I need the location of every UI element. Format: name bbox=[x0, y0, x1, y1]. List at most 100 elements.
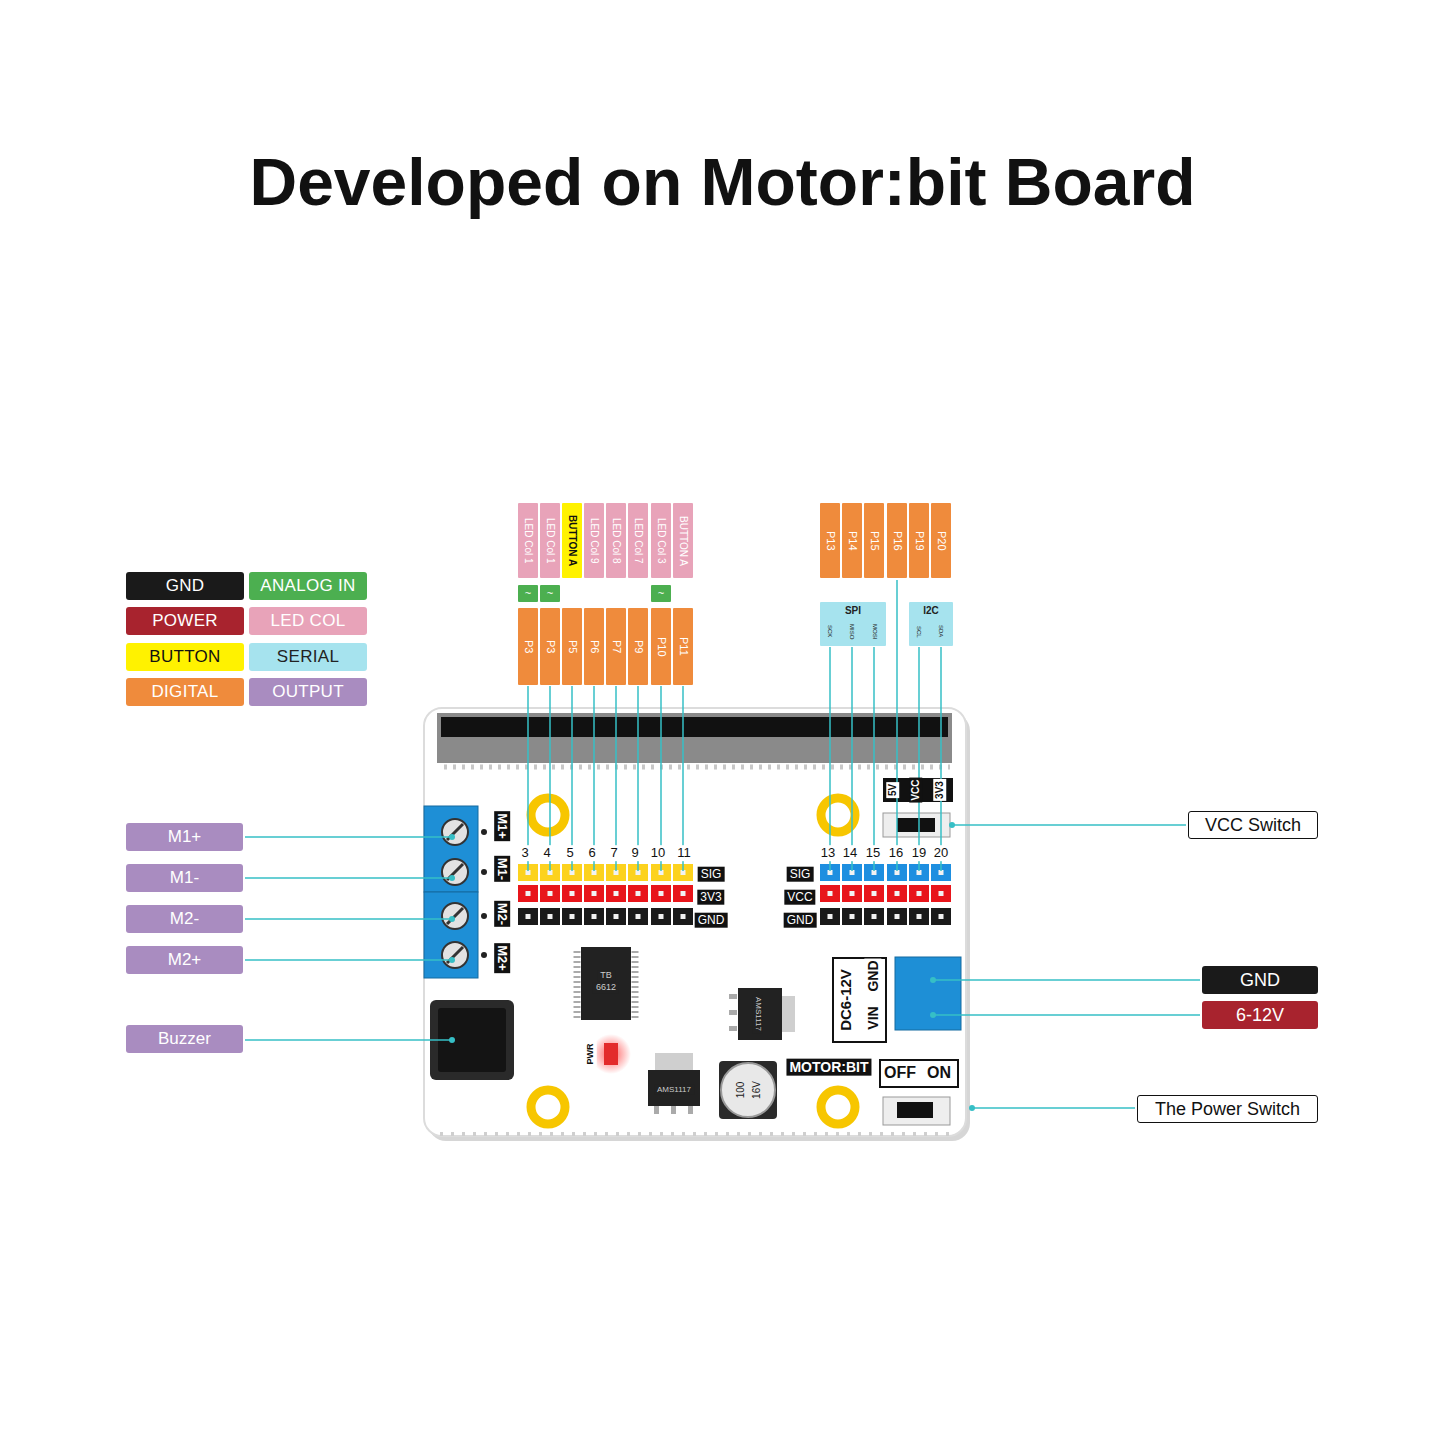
pin-label: P3 bbox=[518, 608, 538, 685]
header-pin bbox=[931, 885, 951, 902]
pin-number: 7 bbox=[607, 845, 620, 861]
header-pin bbox=[570, 891, 575, 896]
header-pin bbox=[917, 891, 922, 896]
pin-number: 16 bbox=[886, 845, 906, 861]
callout-box: 6-12V bbox=[1202, 1001, 1318, 1029]
pin-number: 11 bbox=[674, 845, 694, 861]
signal-name: SDA bbox=[938, 625, 944, 637]
label-text: P10 bbox=[655, 637, 667, 657]
header-pin bbox=[673, 908, 693, 925]
header-pin bbox=[540, 885, 560, 902]
power-input-label: VIN bbox=[865, 1004, 882, 1031]
header-pin bbox=[828, 891, 833, 896]
regulator bbox=[738, 988, 782, 1040]
capacitor-marking: 100 bbox=[735, 1080, 748, 1101]
terminal-label: M2+ bbox=[494, 943, 510, 973]
label-text: GND bbox=[1240, 971, 1280, 990]
label-text: LED Col 1 bbox=[545, 518, 556, 564]
header-pin bbox=[909, 885, 929, 902]
header-pin bbox=[895, 914, 900, 919]
serial-part: MISO bbox=[843, 618, 861, 645]
pin-label: LED Col 8 bbox=[606, 503, 626, 578]
vcc-label-strip bbox=[883, 778, 953, 802]
header-pin bbox=[614, 891, 619, 896]
header-pin bbox=[909, 908, 929, 925]
pin-label: LED Col 9 bbox=[584, 503, 604, 578]
header-pin bbox=[628, 885, 648, 902]
header-pin bbox=[872, 914, 877, 919]
regulator bbox=[648, 1070, 700, 1106]
pin-label: P19 bbox=[909, 503, 929, 578]
header-pin bbox=[673, 885, 693, 902]
header-pin bbox=[606, 908, 626, 925]
serial-box: SPI SCK MISO MOSI bbox=[820, 602, 886, 646]
power-input-label: DC6-12V bbox=[837, 967, 855, 1033]
label-text: P20 bbox=[935, 531, 947, 551]
label-text: The Power Switch bbox=[1155, 1100, 1300, 1119]
serial-part: SPI bbox=[820, 605, 886, 617]
header-pin bbox=[931, 908, 951, 925]
callout-box: M2- bbox=[126, 905, 243, 933]
pin-label: P14 bbox=[842, 503, 862, 578]
terminal-label: M2- bbox=[494, 901, 510, 927]
pin-label: P15 bbox=[864, 503, 884, 578]
switch-position: OFF bbox=[881, 1064, 919, 1083]
header-pin bbox=[548, 891, 553, 896]
label-text: P3 bbox=[544, 640, 556, 653]
power-switch bbox=[883, 1097, 950, 1125]
pin-number: 3 bbox=[518, 845, 531, 861]
label-text: M1- bbox=[170, 869, 199, 887]
serial-box: I2C SCL SDA bbox=[909, 602, 953, 646]
pin-label: P13 bbox=[820, 503, 840, 578]
label-text: P15 bbox=[868, 531, 880, 551]
pin-number: 19 bbox=[909, 845, 929, 861]
callout-box: ~ bbox=[518, 585, 538, 602]
serial-part: SCK bbox=[821, 618, 839, 645]
pin-number: 5 bbox=[563, 845, 576, 861]
leader-lines bbox=[245, 580, 1200, 1108]
regulator-legs bbox=[729, 994, 737, 1034]
terminal-screws bbox=[442, 819, 945, 1028]
signal-name: MOSI bbox=[872, 624, 878, 639]
pin-number: 4 bbox=[540, 845, 553, 861]
bus-name: SPI bbox=[845, 606, 861, 617]
terminal-label: M1- bbox=[494, 856, 510, 882]
header-row-label: VCC bbox=[784, 890, 815, 905]
led-glow bbox=[591, 1034, 631, 1074]
switch-position: 3V3 bbox=[934, 779, 947, 801]
pin-label: BUTTON A bbox=[562, 503, 582, 578]
board bbox=[424, 708, 966, 1136]
pin-label: LED Col 3 bbox=[651, 503, 671, 578]
label-text: 6-12V bbox=[1236, 1006, 1284, 1025]
pin-label: LED Col 1 bbox=[518, 503, 538, 578]
signal-name: MISO bbox=[849, 624, 855, 639]
terminal-label: M1+ bbox=[494, 811, 510, 841]
callout-box: ~ bbox=[540, 585, 560, 602]
legend-swatch: BUTTON bbox=[126, 643, 244, 671]
switch-label-frame bbox=[880, 1060, 958, 1087]
vcc-slider bbox=[897, 818, 935, 832]
legend-text: ANALOG IN bbox=[260, 577, 355, 595]
label-text: M2- bbox=[170, 910, 199, 928]
power-led bbox=[604, 1043, 618, 1065]
pin-label: P16 bbox=[887, 503, 907, 578]
header-pin bbox=[614, 914, 619, 919]
pin-label: P5 bbox=[562, 608, 582, 685]
header-pin bbox=[820, 908, 840, 925]
label-text: P9 bbox=[632, 640, 644, 653]
header-pin bbox=[570, 914, 575, 919]
switch-position: VCC bbox=[910, 777, 923, 802]
label-text: P16 bbox=[891, 531, 903, 551]
header-pin bbox=[540, 908, 560, 925]
power-input-label: GND bbox=[865, 958, 882, 993]
header-pin bbox=[828, 914, 833, 919]
edge-slot bbox=[441, 717, 948, 737]
chip-marking: 6612 bbox=[593, 982, 619, 993]
signal-name: SCL bbox=[916, 626, 922, 638]
label-text: P5 bbox=[566, 640, 578, 653]
bus-name: I2C bbox=[923, 606, 939, 617]
leader-dots bbox=[449, 822, 975, 1111]
pin-headers bbox=[518, 864, 951, 925]
header-pin bbox=[850, 914, 855, 919]
